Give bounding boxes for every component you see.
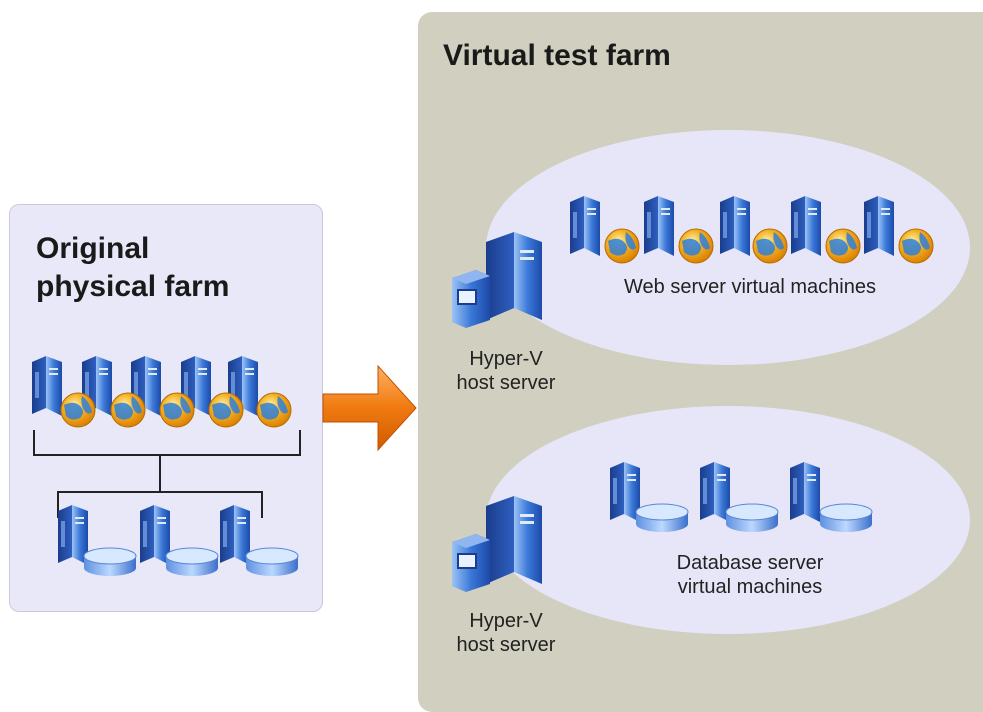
network-lines (33, 430, 301, 518)
web-vm-label: Web server virtual machines (624, 276, 876, 298)
title-line-2: physical farm (36, 270, 230, 303)
disk-icon (725, 503, 779, 533)
db-label-line-1: Database server (676, 552, 824, 574)
original-farm-title: Original physical farm (36, 230, 229, 306)
globe-icon (60, 392, 96, 428)
disk-icon (83, 547, 137, 577)
arrow-icon (322, 364, 417, 452)
globe-icon (208, 392, 244, 428)
hyper-v-host-icon (451, 231, 543, 329)
globe-icon (752, 228, 788, 264)
disk-icon (165, 547, 219, 577)
virtual-web-servers (570, 196, 934, 264)
virtual-db-servers (610, 462, 873, 533)
database-server-icon (790, 462, 820, 522)
web-server-icon (864, 196, 894, 256)
web-server-icon (570, 196, 600, 256)
web-server-icon (644, 196, 674, 256)
host2-line-2: host server (456, 634, 556, 656)
web-server-icon (720, 196, 750, 256)
host-server-label-1: Hyper-V host server (446, 347, 566, 395)
database-server-icon (700, 462, 730, 522)
disk-icon (819, 503, 873, 533)
globe-icon (110, 392, 146, 428)
db-vm-label: Database server virtual machines (600, 551, 900, 599)
globe-icon (256, 392, 292, 428)
host2-line-1: Hyper-V (469, 610, 543, 632)
host-server-label-2: Hyper-V host server (446, 609, 566, 657)
title-line-1: Original (36, 232, 150, 265)
globe-icon (825, 228, 861, 264)
host1-line-2: host server (456, 372, 556, 394)
disk-icon (635, 503, 689, 533)
disk-icon (245, 547, 299, 577)
database-server-icon (610, 462, 640, 522)
globe-icon (604, 228, 640, 264)
physical-web-servers (32, 356, 292, 428)
db-label-line-2: virtual machines (677, 576, 823, 598)
web-server-icon (791, 196, 821, 256)
globe-icon (159, 392, 195, 428)
virtual-farm-title: Virtual test farm (443, 39, 671, 72)
hyper-v-host-icon (451, 495, 543, 593)
host1-line-1: Hyper-V (469, 348, 543, 370)
globe-icon (678, 228, 714, 264)
globe-icon (898, 228, 934, 264)
web-server-icon (32, 356, 62, 416)
